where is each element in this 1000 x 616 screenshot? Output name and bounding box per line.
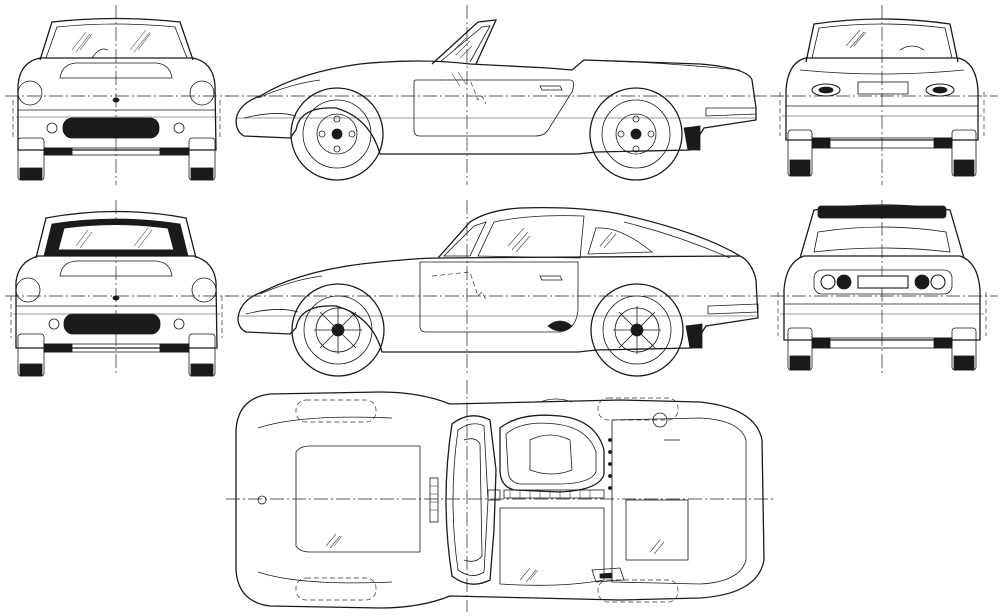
rear-view-roadster (770, 5, 998, 185)
side-view-coupe (225, 200, 770, 377)
front-view-roadster (5, 5, 230, 185)
front-view-coupe (5, 200, 230, 377)
rear-view-coupe (770, 200, 998, 375)
top-view-cutaway (226, 380, 776, 612)
side-view-roadster (225, 5, 770, 185)
